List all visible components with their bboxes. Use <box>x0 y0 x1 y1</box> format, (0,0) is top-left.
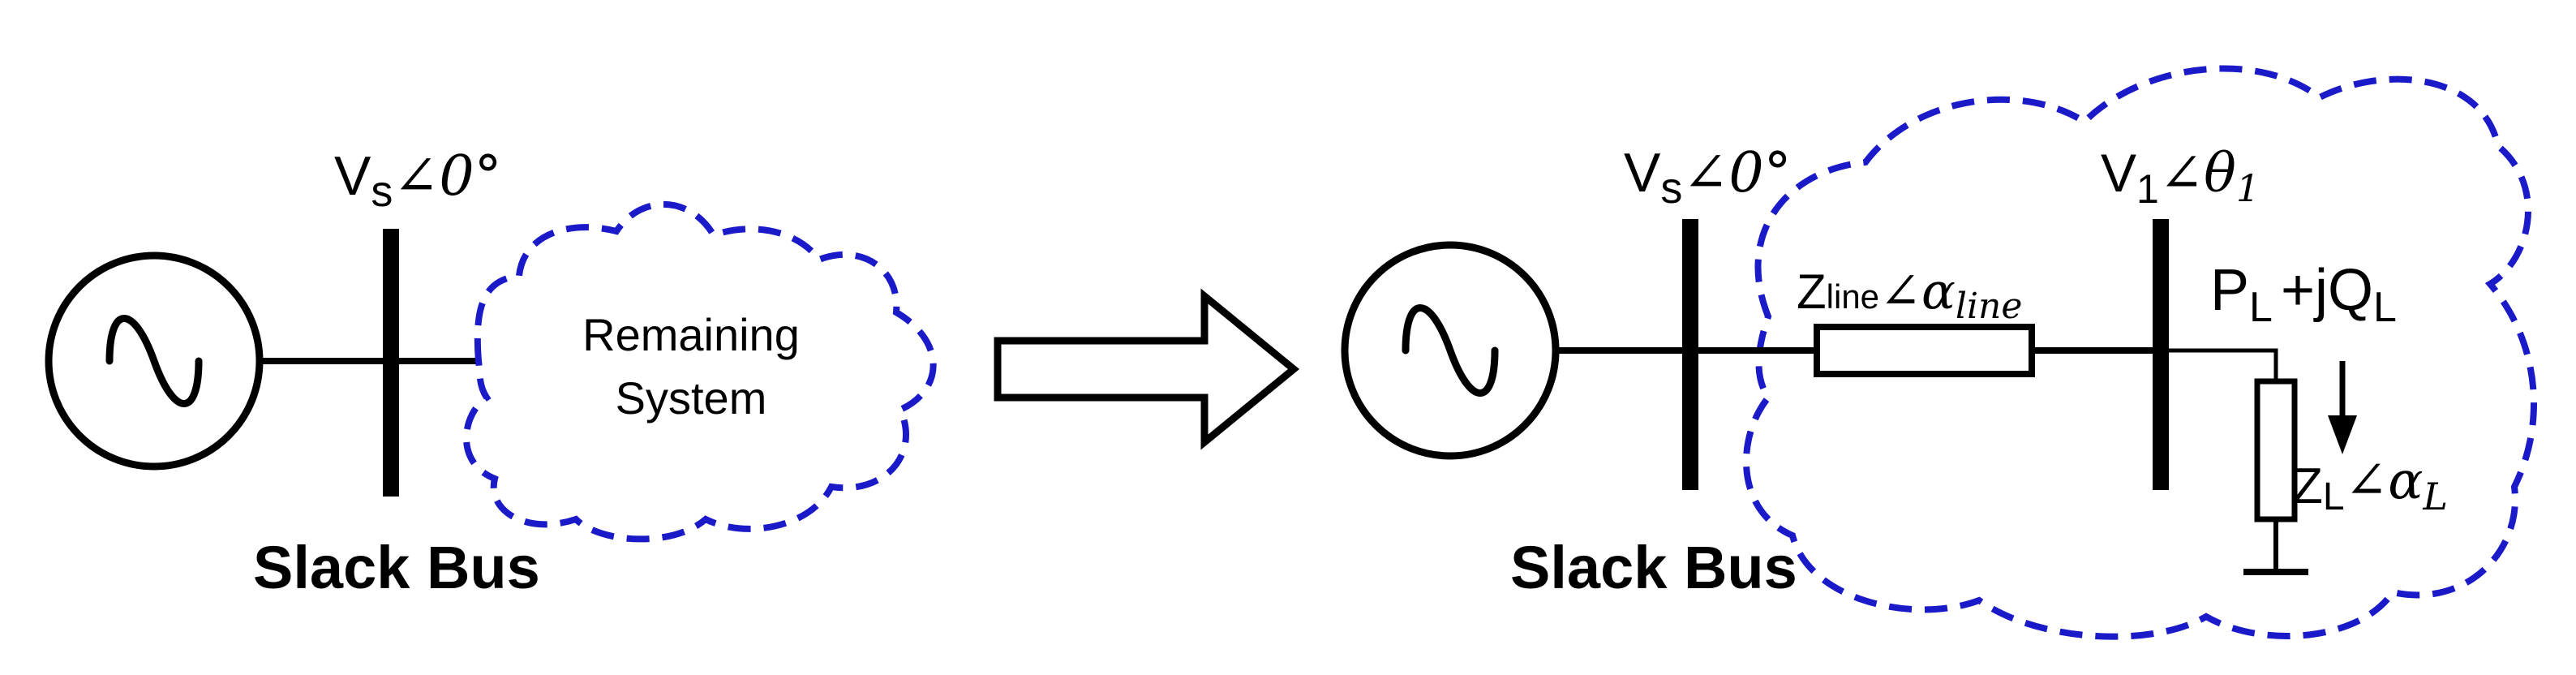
load-flow-down-arrow-icon <box>2328 361 2357 454</box>
right-line-impedance-box <box>1814 324 2035 377</box>
right-bus1-voltage-label: V1∠θ1 <box>2101 142 2260 212</box>
left-generator-tilde-icon <box>105 315 203 407</box>
left-remaining-system-cloud <box>463 200 937 543</box>
right-load-impedance-label: ZL∠αL <box>2292 451 2448 518</box>
right-bus1-bar <box>2153 219 2169 490</box>
right-load-branch-line <box>2169 348 2278 381</box>
right-diagram: Vs∠0° Zline∠αline V1∠θ1 PL+jQL ZL∠αL Sla… <box>1341 65 2537 640</box>
transform-arrow-icon <box>994 288 1300 450</box>
left-slack-bus-bar <box>383 229 399 497</box>
left-bus-voltage-label: Vs∠0° <box>334 144 502 216</box>
left-cloud-text-line2: System <box>616 372 767 423</box>
right-equivalent-system-cloud <box>1742 65 2537 640</box>
left-slack-bus-label: Slack Bus <box>253 534 540 601</box>
right-line-impedance-label: Zline∠αline <box>1797 261 2022 327</box>
left-cloud-text-line1: Remaining <box>582 309 800 360</box>
right-slack-bus-label: Slack Bus <box>1510 534 1797 601</box>
right-load-power-label: PL+jQL <box>2210 258 2397 331</box>
right-slack-bus-bar <box>1682 219 1698 490</box>
left-diagram: Vs∠0° Remaining System Slack Bus <box>45 144 937 601</box>
right-load-impedance-box <box>2254 378 2298 522</box>
right-generator-tilde-icon <box>1402 304 1499 397</box>
right-bus-voltage-label: Vs∠0° <box>1624 141 1792 213</box>
